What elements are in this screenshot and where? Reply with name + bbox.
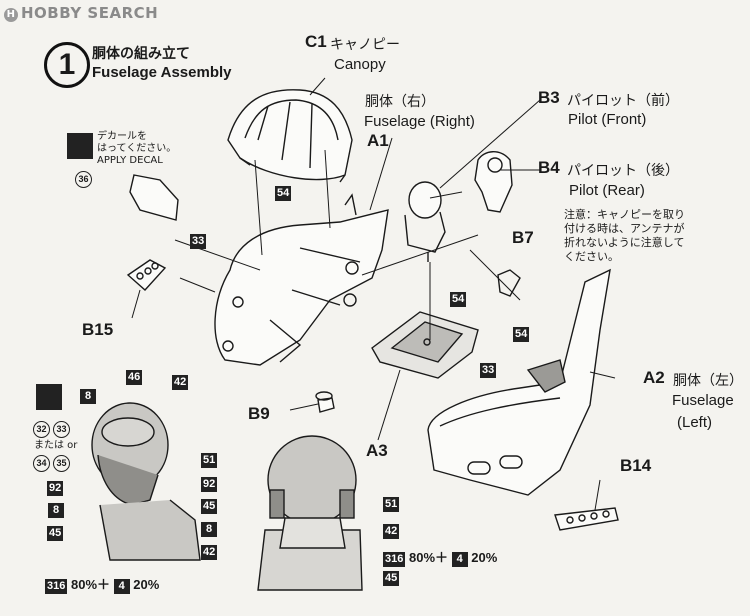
decal-number-34: 34 [33,455,50,472]
part-label-c1-jp: キャノピー [330,37,400,53]
pilot-head-back-drawing [257,435,363,591]
decal-number-35: 35 [53,455,70,472]
part-b9-drawing [315,391,335,413]
decal-number-32: 32 [33,421,50,438]
mix-formula-1: 316 80%＋ 4 20% [45,577,160,594]
paint-code-316: 316 [383,552,406,567]
part-label-b3-jp: パイロット（前） [567,93,679,109]
decal-star-icon [67,133,93,159]
part-code-a2: A2 [643,368,665,387]
paint-code-33: 33 [480,363,497,378]
part-code-b15: B15 [82,320,114,339]
pilot-front-drawing [404,181,446,262]
part-label-b4-jp: パイロット（後） [567,163,679,179]
part-code-b9: B9 [248,404,270,423]
decal-star-icon-2 [36,384,62,410]
paint-code-4: 4 [113,579,130,594]
step-title-en: Fuselage Assembly [92,64,232,81]
part-label-a2-jp: 胴体（左） [673,373,743,389]
paint-code-51: 51 [383,497,400,512]
paint-code-92: 92 [201,477,218,492]
floor-a3-drawing [371,311,479,379]
paint-code-51: 51 [201,453,218,468]
fuselage-left-drawing [427,268,611,496]
paint-code-8: 8 [201,522,217,537]
paint-code-54: 54 [275,186,292,201]
paint-code-316: 316 [45,579,68,594]
canopy-part-drawing [227,89,353,183]
part-label-a2-en1: Fuselage [672,392,734,409]
part-code-a1: A1 [367,131,389,150]
fuselage-right-drawing [214,193,389,366]
paint-code-45: 45 [383,571,400,586]
part-b15-drawing [126,259,167,291]
decal-number-33: 33 [53,421,70,438]
paint-code-42: 42 [172,375,189,390]
pilot-head-side-drawing [91,402,201,561]
paint-code-8: 8 [48,503,64,518]
caution-note: 注意：キャノピーを取り 付ける時は、アンテナが 折れないように注意して ください… [564,208,685,263]
decal-number-36: 36 [75,171,92,188]
decal-or-text: または or [34,440,78,451]
paint-code-8: 8 [80,389,96,404]
part-code-b14: B14 [620,456,652,475]
decal-36-drawing [129,174,179,221]
paint-code-42: 42 [383,524,400,539]
part-code-b7: B7 [512,228,534,247]
step-number: 1 [44,42,90,88]
mix-formula-2: 316 80%＋ 4 20% [383,550,498,567]
paint-code-92: 92 [47,481,64,496]
decal-instruction: デカールを はってください。 APPLY DECAL [97,131,177,166]
part-code-c1: C1 [305,32,327,51]
part-label-b3-en: Pilot (Front) [568,111,647,128]
pilot-rear-drawing [474,151,513,213]
hobby-search-logo-icon: H [4,8,18,22]
paint-code-42: 42 [201,545,218,560]
paint-code-33: 33 [190,234,207,249]
paint-code-46: 46 [126,370,143,385]
part-label-a2-en2: (Left) [677,414,713,431]
paint-code-45: 45 [201,499,218,514]
part-code-a3: A3 [366,441,388,460]
part-label-a1-en: Fuselage (Right) [364,113,475,130]
part-code-b3: B3 [538,88,560,107]
step-title-jp: 胴体の組み立て [92,46,190,62]
paint-code-54: 54 [450,292,467,307]
part-label-a1-jp: 胴体（右） [365,94,435,110]
part-label-b4-en: Pilot (Rear) [569,182,645,199]
paint-code-54: 54 [513,327,530,342]
part-label-c1-en: Canopy [334,56,386,73]
exhaust-b14-drawing [554,507,619,531]
paint-code-45: 45 [47,526,64,541]
part-code-b4: B4 [538,158,560,177]
part-b7-drawing [497,269,521,297]
paint-code-4: 4 [451,552,468,567]
